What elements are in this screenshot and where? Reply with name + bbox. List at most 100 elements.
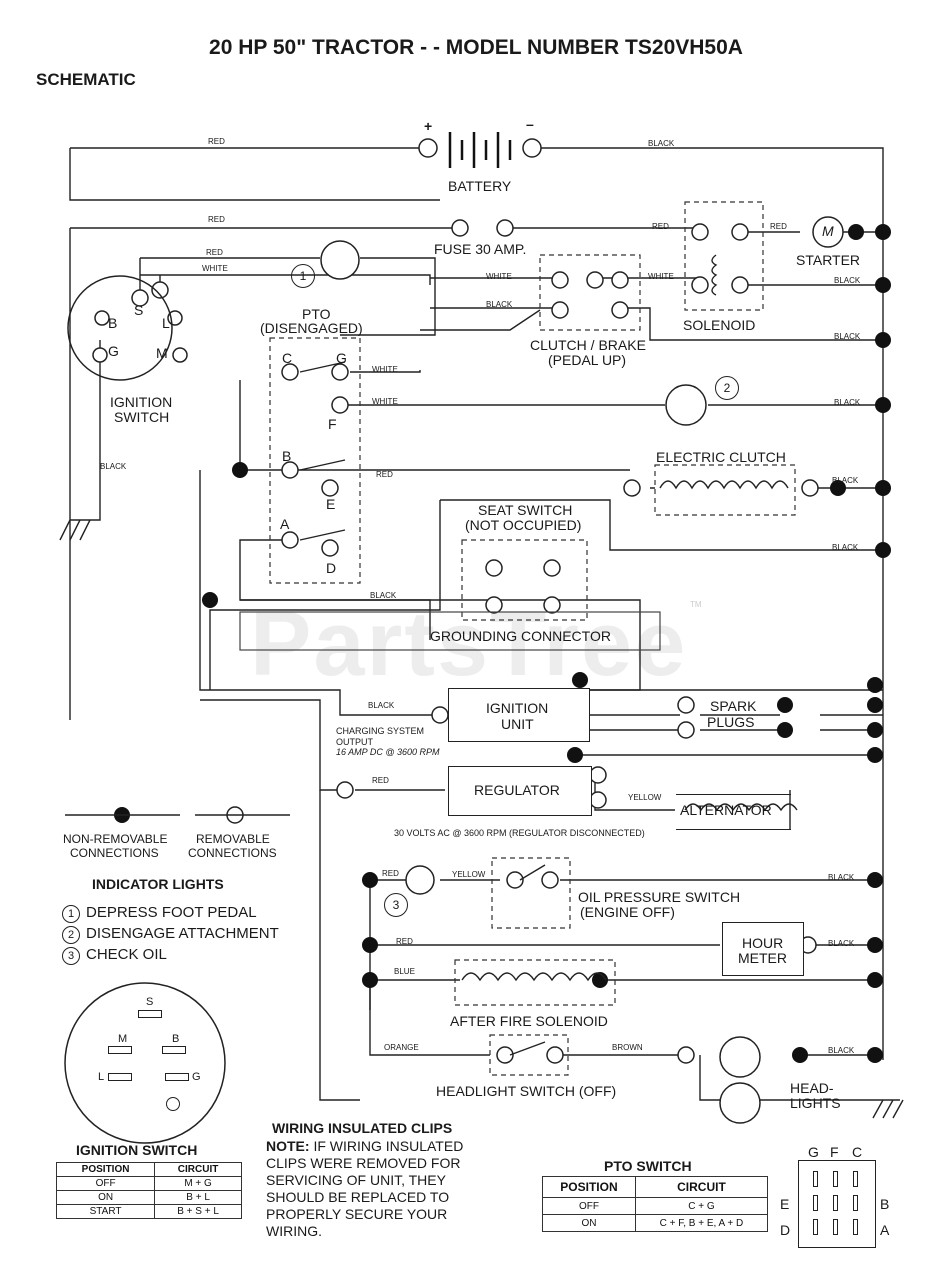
wire-black-12: BLACK — [828, 939, 855, 948]
regulator-label: REGULATOR — [474, 782, 560, 798]
clips-line-4: SHOULD BE REPLACED TO — [266, 1189, 450, 1205]
wire-black-4: BLACK — [834, 332, 861, 341]
meter-label: METER — [738, 950, 787, 966]
wire-black-7: BLACK — [832, 476, 859, 485]
plugs-label: PLUGS — [707, 714, 755, 730]
pto-table-header-circuit: CIRCUIT — [634, 1176, 769, 1198]
wire-blue: BLUE — [394, 967, 415, 976]
hour-meter-box — [722, 922, 804, 976]
pto-pin-c: C — [852, 1144, 863, 1160]
legend-removable: REMOVABLE — [196, 832, 270, 846]
pto-connector — [798, 1160, 876, 1248]
alternator-box — [676, 794, 791, 830]
ign-table-header-circuit: CIRCUIT — [154, 1162, 242, 1177]
wire-red-9: RED — [396, 937, 413, 946]
wire-brown: BROWN — [612, 1043, 643, 1052]
pto-pin-b: B — [880, 1196, 890, 1212]
terminal-b: B — [108, 315, 118, 331]
wire-orange: ORANGE — [384, 1043, 419, 1052]
ign-table-header-position: POSITION — [55, 1162, 156, 1177]
legend-nonremovable: NON-REMOVABLE — [63, 832, 168, 846]
engine-off-label: (ENGINE OFF) — [580, 904, 675, 920]
pto-terminal-f: F — [328, 416, 337, 432]
lamp-3-marker: 3 — [384, 893, 408, 917]
wire-yellow-2: YELLOW — [452, 870, 486, 879]
schematic-label: SCHEMATIC — [36, 70, 136, 89]
ign-face-g: G — [192, 1071, 201, 1083]
pto-terminal-a: A — [280, 516, 290, 532]
amp-label: 16 AMP DC @ 3600 RPM — [336, 747, 440, 757]
ign-face-l-pin — [108, 1073, 132, 1081]
pto-pin-d: D — [780, 1222, 791, 1238]
pto-pin-a: A — [880, 1222, 890, 1238]
ign-table-cell: START — [55, 1204, 156, 1219]
clutch-brake-label: CLUTCH / BRAKE — [530, 337, 646, 353]
pto-table-title: PTO SWITCH — [604, 1158, 692, 1174]
ign-face-g-pin — [165, 1073, 189, 1081]
ign-table-cell: OFF — [55, 1176, 156, 1191]
spark-label: SPARK — [710, 698, 757, 714]
pto-table-cell: C + F, B + E, A + D — [634, 1214, 769, 1232]
terminal-s: S — [134, 302, 144, 318]
electric-clutch-label: ELECTRIC CLUTCH — [656, 449, 786, 465]
wire-black-5: BLACK — [834, 398, 861, 407]
head-label: HEAD- — [790, 1080, 834, 1096]
headlight-switch-label: HEADLIGHT SWITCH (OFF) — [436, 1083, 617, 1099]
ignition-switch-label-2: SWITCH — [114, 409, 170, 425]
wire-black-13: BLACK — [828, 1046, 855, 1055]
ign-table-cell: B + S + L — [154, 1204, 242, 1219]
wire-white-2: WHITE — [486, 272, 512, 281]
pto-label: PTO — [302, 306, 331, 322]
pto-terminal-c: C — [282, 350, 293, 366]
pto-pin-g: G — [808, 1144, 819, 1160]
clips-line-5: PROPERLY SECURE YOUR — [266, 1206, 448, 1222]
ign-table-cell: M + G — [154, 1176, 242, 1191]
starter-label: STARTER — [796, 252, 861, 268]
ign-table-title: IGNITION SWITCH — [76, 1142, 198, 1158]
wire-black-9: BLACK — [370, 591, 397, 600]
trademark: TM — [690, 600, 702, 609]
pto-terminal-e: E — [326, 496, 336, 512]
ign-face-m-pin — [108, 1046, 132, 1054]
wire-red-7: RED — [372, 776, 389, 785]
pto-pin-f: F — [830, 1144, 839, 1160]
indicator-title: INDICATOR LIGHTS — [92, 876, 224, 892]
pto-table-cell: ON — [542, 1214, 636, 1232]
charging-label: CHARGING SYSTEM — [336, 726, 425, 736]
wire-black-10: BLACK — [368, 701, 395, 710]
wire-red-6: RED — [376, 470, 393, 479]
battery-minus: – — [526, 116, 534, 132]
clips-line-1: NOTE: IF WIRING INSULATED — [266, 1138, 464, 1154]
solenoid-label: SOLENOID — [683, 317, 756, 333]
pto-state-label: (DISENGAGED) — [260, 320, 363, 336]
regulator-box — [448, 766, 592, 816]
ign-face-s: S — [146, 996, 154, 1008]
terminal-m: M — [156, 345, 168, 361]
wire-white-4: WHITE — [372, 365, 398, 374]
clips-line-3: SERVICING OF UNIT, THEY — [266, 1172, 446, 1188]
indicator-num-3: 3 — [62, 947, 80, 965]
wire-red-3: RED — [652, 222, 669, 231]
clips-title: WIRING INSULATED CLIPS — [272, 1120, 453, 1136]
wire-red-2: RED — [208, 215, 225, 224]
ign-face-hole — [166, 1097, 180, 1111]
pto-table-cell: OFF — [542, 1197, 636, 1215]
ign-table-cell: ON — [55, 1190, 156, 1205]
wire-red-8: RED — [382, 869, 399, 878]
ignition-unit-box — [448, 688, 590, 742]
indicator-num-1: 1 — [62, 905, 80, 923]
lamp-1-marker: 1 — [291, 264, 315, 288]
terminal-l: L — [162, 315, 170, 331]
pto-terminal-d: D — [326, 560, 337, 576]
legend-connections-1: CONNECTIONS — [70, 846, 159, 860]
wire-red-1: RED — [208, 137, 225, 146]
wire-black-8: BLACK — [832, 543, 859, 552]
battery-label: BATTERY — [448, 178, 512, 194]
battery-plus: + — [424, 118, 433, 134]
